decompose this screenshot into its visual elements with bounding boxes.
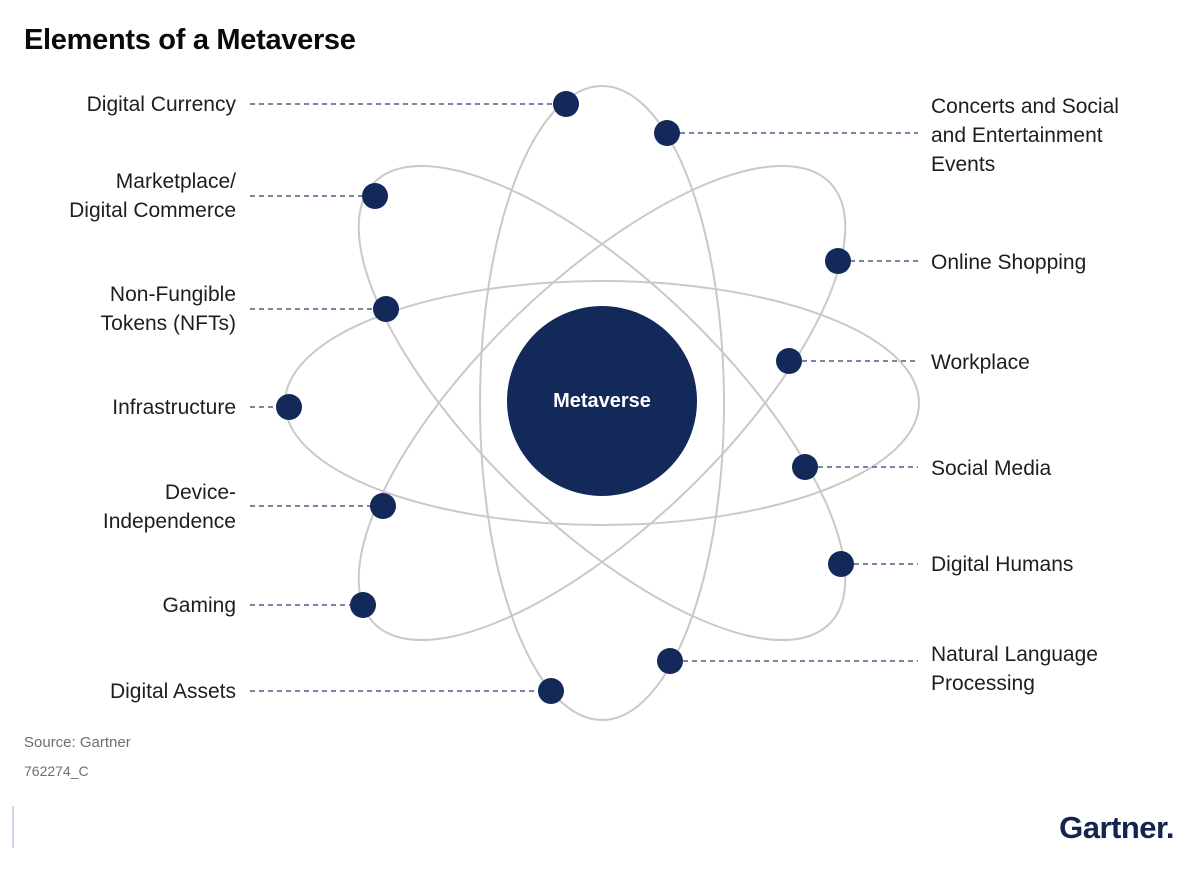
node-device-independence — [370, 493, 396, 519]
label-nfts: Non-Fungible Tokens (NFTs) — [101, 280, 236, 338]
orbit-diagonal-b — [357, 164, 847, 642]
label-line: Marketplace/ — [115, 170, 236, 193]
node-social-media — [792, 454, 818, 480]
label-line: and Entertainment — [931, 124, 1103, 147]
label-line: Online Shopping — [931, 251, 1087, 274]
node-digital-currency — [553, 91, 579, 117]
label-line: Tokens (NFTs) — [100, 312, 236, 335]
node-marketplace — [362, 183, 388, 209]
source-note: Source: Gartner — [24, 734, 131, 751]
label-line: Digital Humans — [931, 553, 1074, 576]
node-gaming — [350, 592, 376, 618]
label-line: Workplace — [931, 351, 1030, 374]
node-workplace — [776, 348, 802, 374]
label-digital-currency: Digital Currency — [87, 90, 236, 119]
metaverse-center-circle — [507, 306, 697, 496]
label-line: Non-Fungible — [109, 283, 236, 306]
label-gaming: Gaming — [162, 591, 236, 620]
label-online-shopping: Online Shopping — [931, 248, 1086, 277]
node-online-shopping — [825, 248, 851, 274]
label-social-media: Social Media — [931, 454, 1051, 483]
label-concerts: Concerts and Social and Entertainment Ev… — [931, 92, 1119, 179]
label-line: Social Media — [931, 457, 1052, 480]
center-label: Metaverse — [553, 389, 651, 412]
label-line: Digital Commerce — [69, 199, 236, 222]
node-digital-humans — [828, 551, 854, 577]
node-infrastructure — [276, 394, 302, 420]
node-nlp — [657, 648, 683, 674]
label-line: Processing — [931, 672, 1035, 695]
gartner-logo: Gartner. — [1059, 810, 1174, 845]
label-infrastructure: Infrastructure — [112, 393, 236, 422]
label-line: Natural Language — [931, 643, 1098, 666]
page-title: Elements of a Metaverse — [24, 24, 356, 56]
label-line: Events — [931, 153, 996, 176]
label-line: Digital Assets — [109, 680, 236, 703]
node-nfts — [373, 296, 399, 322]
label-line: Infrastructure — [112, 396, 236, 419]
node-concerts — [654, 120, 680, 146]
node-digital-assets — [538, 678, 564, 704]
label-digital-assets: Digital Assets — [110, 677, 236, 706]
label-workplace: Workplace — [931, 348, 1030, 377]
label-line: Independence — [102, 510, 236, 533]
edge-divider — [12, 806, 14, 848]
orbit-diagonal-a — [357, 164, 847, 642]
label-line: Gaming — [162, 594, 236, 617]
label-line: Digital Currency — [86, 93, 236, 116]
label-digital-humans: Digital Humans — [931, 550, 1073, 579]
label-line: Device- — [164, 481, 236, 504]
orbit-vertical — [479, 85, 725, 721]
label-line: Concerts and Social — [931, 95, 1119, 118]
figure-id: 762274_C — [24, 763, 89, 779]
label-nlp: Natural Language Processing — [931, 640, 1098, 698]
label-marketplace: Marketplace/ Digital Commerce — [69, 167, 236, 225]
label-device-independence: Device- Independence — [103, 478, 236, 536]
